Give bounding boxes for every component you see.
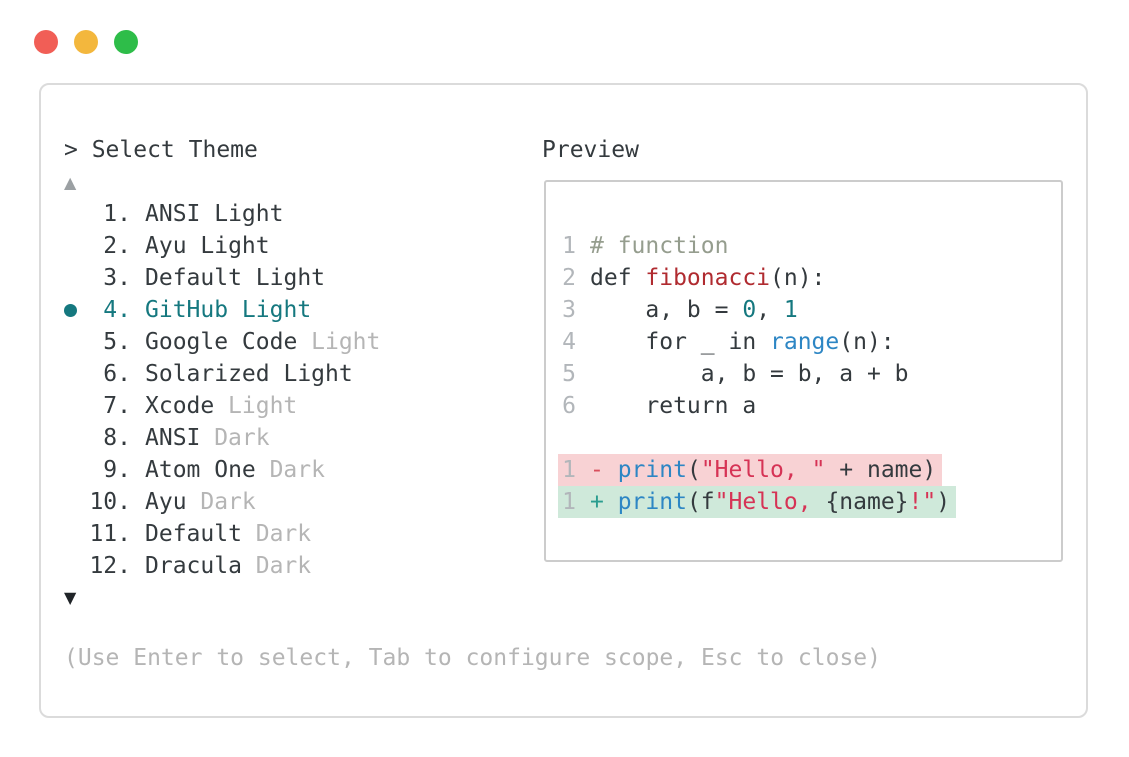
theme-picker-prompt[interactable]: > Select Theme (64, 137, 258, 163)
window-controls (34, 30, 138, 54)
token-plain: a, b = (590, 297, 743, 323)
token-string: !" (908, 489, 937, 515)
zoom-button[interactable] (114, 30, 138, 54)
theme-item-variant: Dark (200, 489, 256, 515)
line-number: 4 (562, 329, 576, 355)
theme-item-variant: Light (311, 329, 381, 355)
code-line-spacer (558, 422, 568, 454)
theme-picker-window: > Select Theme Preview ▲ 1. ANSI Light 2. A… (39, 83, 1088, 718)
token-builtin: print (617, 489, 687, 515)
token-plain: {name} (825, 489, 909, 515)
theme-item-label: Ayu Light (145, 233, 270, 259)
theme-item-label: ANSI Light (145, 201, 284, 227)
token-builtin: print (617, 457, 687, 483)
theme-item-label: Default Light (145, 265, 326, 291)
theme-item-number: 8. (103, 425, 131, 451)
scroll-up-icon[interactable]: ▲ (64, 173, 77, 192)
theme-item-ansi-light[interactable]: 1. ANSI Light (41, 198, 539, 230)
line-number: 6 (562, 393, 576, 419)
code-line: 1 # function (558, 230, 734, 262)
theme-item-number: 6. (103, 361, 131, 387)
token-number: 1 (783, 297, 798, 323)
code-line: 3 a, b = 0, 1 (558, 294, 804, 326)
theme-item-number: 10. (89, 489, 131, 515)
theme-item-default-light[interactable]: 3. Default Light (41, 262, 539, 294)
theme-item-number: 3. (103, 265, 131, 291)
line-number: 5 (562, 361, 576, 387)
theme-item-number: 9. (103, 457, 131, 483)
token-plain: (f (686, 489, 715, 515)
token-plain: return a (590, 393, 757, 419)
theme-item-number: 1. (103, 201, 131, 227)
token-number: 0 (742, 297, 757, 323)
theme-item-variant: Dark (269, 457, 325, 483)
token-plain: for _ in (590, 329, 771, 355)
line-number: 3 (562, 297, 576, 323)
theme-item-label: Solarized Light (145, 361, 353, 387)
theme-item-variant: Dark (214, 425, 270, 451)
theme-item-variant: Dark (255, 553, 312, 579)
theme-item-number: 2. (103, 233, 131, 259)
line-number: 1 (562, 233, 576, 259)
token-plain: def (590, 265, 646, 291)
code-line: 6 return a (558, 390, 762, 422)
theme-item-number: 11. (89, 521, 131, 547)
line-number: 2 (562, 265, 576, 291)
theme-item-number: 4. (103, 297, 131, 323)
code-line: 4 for _ in range(n): (558, 326, 901, 358)
token-string: "Hello, " (700, 457, 826, 483)
theme-item-ayu-light[interactable]: 2. Ayu Light (41, 230, 539, 262)
token-builtin: range (770, 329, 840, 355)
token-func: fibonacci (645, 265, 771, 291)
token-string: "Hello, (714, 489, 826, 515)
theme-item-label: GitHub Light (145, 297, 312, 323)
token-plain: ) (936, 489, 951, 515)
token-plain: , (756, 297, 784, 323)
preview-label: Preview (542, 137, 639, 163)
token-plain: ( (686, 457, 701, 483)
minimize-button[interactable] (74, 30, 98, 54)
token-plain: + name) (825, 457, 937, 483)
token-del: - (590, 457, 618, 483)
selected-bullet-icon (64, 304, 89, 317)
diff-line-added: 1 + print(f"Hello, {name}!") (558, 486, 957, 518)
theme-item-github-light[interactable]: 4. GitHub Light (41, 294, 539, 326)
line-number: 1 (562, 457, 576, 483)
code-line: 5 a, b = b, a + b (558, 358, 915, 390)
theme-list: 1. ANSI Light 2. Ayu Light 3. Default Light 4.… (41, 198, 539, 582)
theme-item-number: 12. (89, 553, 131, 579)
scroll-down-icon[interactable]: ▼ (64, 588, 77, 607)
token-plain: a, b = b, a + b (590, 361, 909, 387)
close-button[interactable] (34, 30, 58, 54)
keyboard-hint: (Use Enter to select, Tab to configure s… (64, 645, 881, 671)
code-line: 2 def fibonacci(n): (558, 262, 831, 294)
theme-item-variant: Light (228, 393, 298, 419)
theme-item-variant: Dark (255, 521, 312, 547)
line-number: 1 (562, 489, 576, 515)
theme-item-number: 5. (103, 329, 131, 355)
theme-item-number: 7. (103, 393, 131, 419)
token-comment: # function (590, 233, 729, 259)
token-ins: + (590, 489, 618, 515)
diff-line-removed: 1- print("Hello, " + name) (558, 454, 943, 486)
theme-item-solarized-light[interactable]: 6. Solarized Light (41, 358, 539, 390)
token-plain: (n): (770, 265, 826, 291)
token-plain: (n): (839, 329, 895, 355)
